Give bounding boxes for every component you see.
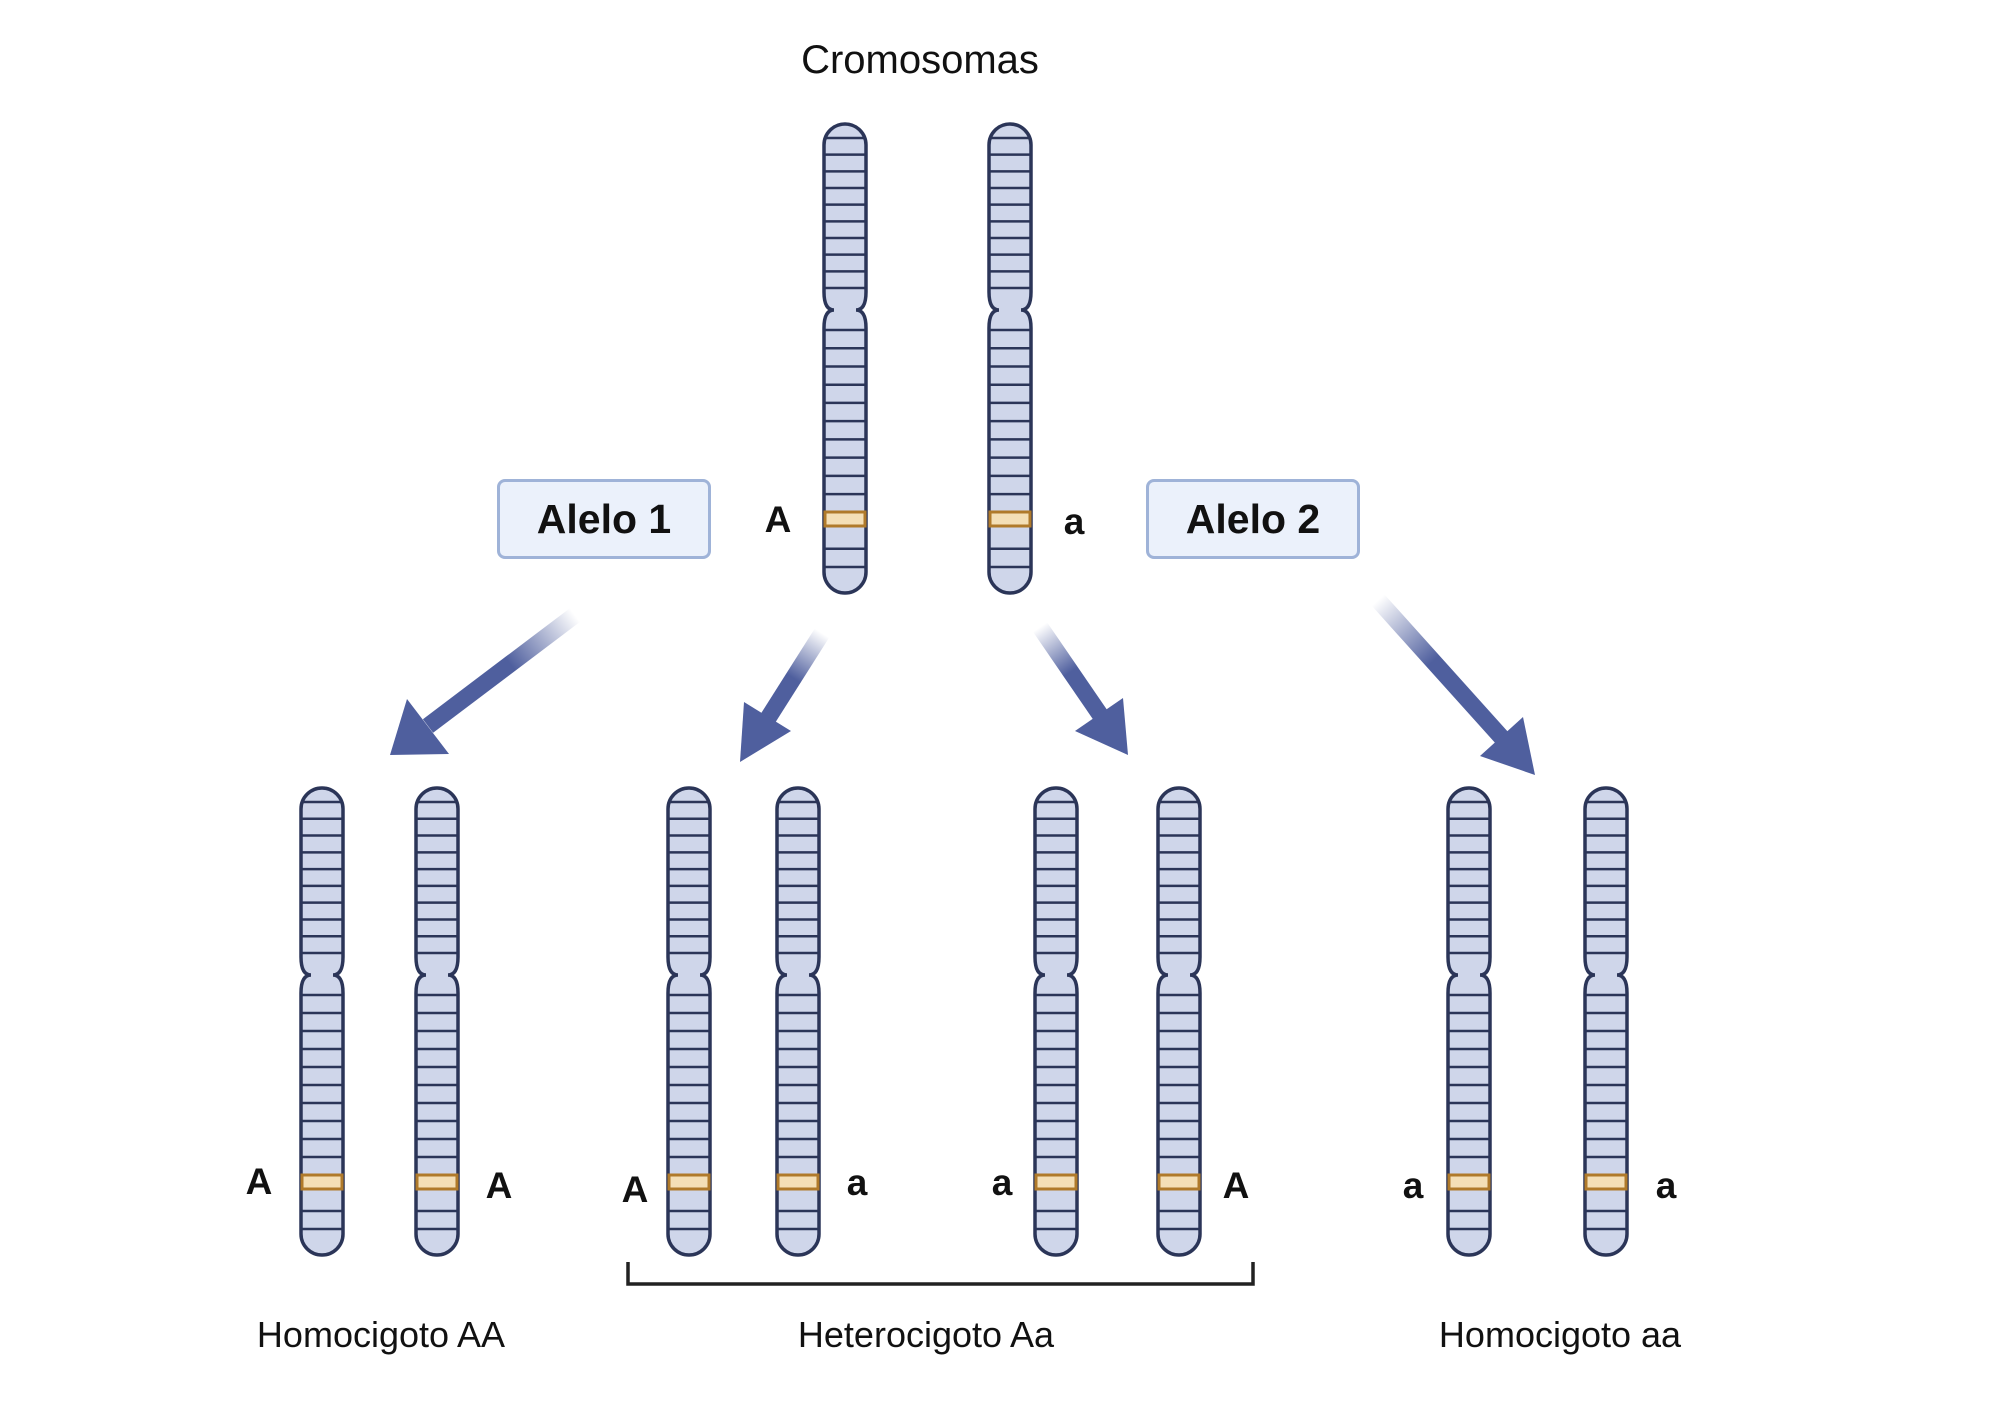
allele-1-box: Alelo 1 — [497, 479, 711, 559]
offspring-Aa1-chromosome-2 — [775, 786, 821, 1257]
arrow-head-allele2-to-aa — [1480, 717, 1535, 775]
allele-label-Aa2-left: a — [991, 1162, 1013, 1203]
caption-heterozygous-Aa: Heterocigoto Aa — [797, 1314, 1055, 1355]
allele-2-box: Alelo 2 — [1146, 479, 1360, 559]
allele-label-AA-left: A — [245, 1161, 273, 1202]
arrow-head-parent-to-Aa-right — [1075, 698, 1128, 755]
offspring-aa-chromosome-1 — [1446, 786, 1492, 1257]
allele-label-Aa1-left: A — [621, 1169, 649, 1210]
heterozygous-bracket — [626, 1262, 1255, 1286]
allele-label-Aa1-right: a — [846, 1162, 868, 1203]
parent-chromosome-right — [987, 122, 1033, 595]
allele-label-parent-right: a — [1063, 501, 1085, 542]
gene-locus-band — [1447, 1173, 1491, 1191]
arrow-line-allele1-to-AA — [422, 608, 581, 733]
arrow-head-parent-to-Aa-left — [740, 702, 791, 762]
offspring-AA-chromosome-2 — [414, 786, 460, 1257]
allele-label-aa-right: a — [1655, 1165, 1677, 1206]
gene-locus-band — [667, 1173, 711, 1191]
allele-label-AA-right: A — [485, 1165, 513, 1206]
arrow-line-parent-to-Aa-right — [1032, 622, 1109, 721]
gene-locus-band — [1034, 1173, 1078, 1191]
gene-locus-band — [415, 1173, 459, 1191]
caption-homozygous-aa: Homocigoto aa — [1438, 1314, 1682, 1355]
gene-locus-band — [823, 510, 867, 528]
arrow-line-allele2-to-aa — [1371, 594, 1510, 745]
parent-chromosome-left — [822, 122, 868, 595]
offspring-Aa2-chromosome-2 — [1156, 786, 1202, 1257]
allele-label-parent-left: A — [764, 499, 792, 540]
offspring-aa-chromosome-2 — [1583, 786, 1629, 1257]
allele-label-aa-left: a — [1402, 1165, 1424, 1206]
diagram-title: Cromosomas — [801, 38, 1039, 82]
offspring-Aa1-chromosome-1 — [666, 786, 712, 1257]
inheritance-arrows — [390, 594, 1535, 775]
offspring-AA-chromosome-1 — [299, 786, 345, 1257]
gene-locus-band — [1157, 1173, 1201, 1191]
arrow-head-allele1-to-AA — [390, 699, 449, 755]
gene-locus-band — [776, 1173, 820, 1191]
gene-locus-band — [1584, 1173, 1628, 1191]
offspring-Aa2-chromosome-1 — [1033, 786, 1079, 1257]
arrow-line-parent-to-Aa-left — [757, 628, 830, 728]
chromosomes — [299, 122, 1629, 1257]
caption-homozygous-AA: Homocigoto AA — [256, 1314, 506, 1355]
gene-locus-band — [988, 510, 1032, 528]
allele-label-Aa2-right: A — [1222, 1165, 1250, 1206]
gene-locus-band — [300, 1173, 344, 1191]
